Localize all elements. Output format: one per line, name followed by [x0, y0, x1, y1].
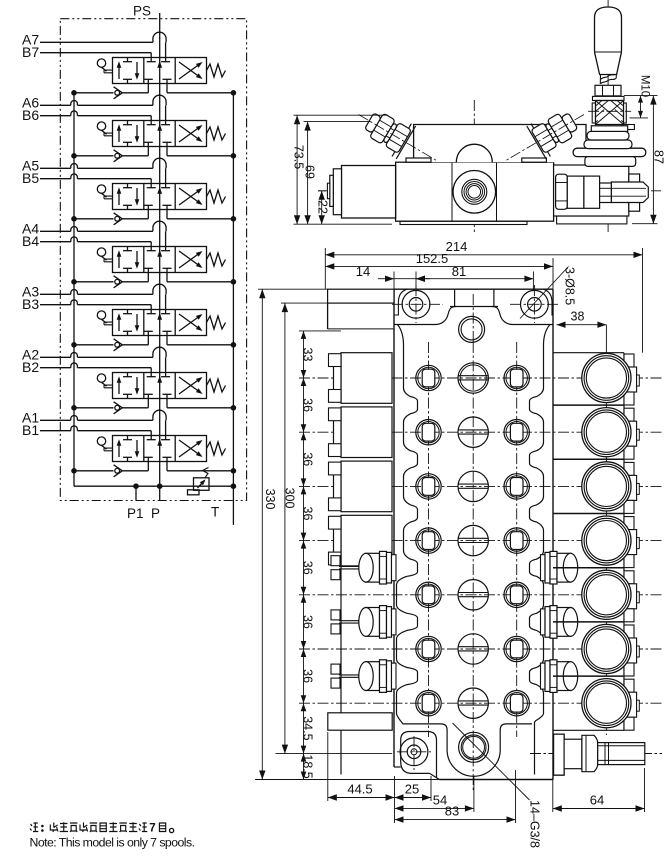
svg-text:64: 64	[590, 793, 604, 808]
svg-text:B3: B3	[22, 296, 39, 312]
svg-text:36: 36	[301, 615, 315, 629]
svg-text:7: 7	[149, 822, 155, 834]
svg-text:22: 22	[316, 200, 330, 214]
svg-text:36: 36	[301, 398, 315, 412]
svg-text:36: 36	[301, 452, 315, 466]
svg-text:44.5: 44.5	[347, 782, 372, 797]
svg-text:87: 87	[652, 150, 666, 164]
svg-text:B2: B2	[22, 359, 39, 375]
svg-text:36: 36	[301, 507, 315, 521]
svg-text:T: T	[211, 505, 219, 520]
svg-text:PS: PS	[133, 4, 151, 19]
svg-text:38: 38	[571, 310, 585, 324]
svg-text:300: 300	[283, 488, 297, 509]
svg-text:P1: P1	[127, 506, 144, 521]
svg-text:14: 14	[356, 264, 370, 279]
svg-text:14–G3/8: 14–G3/8	[528, 800, 542, 848]
svg-text:3-Ø8.5: 3-Ø8.5	[563, 267, 577, 305]
svg-text:18.5: 18.5	[301, 754, 315, 778]
svg-text:152.5: 152.5	[416, 251, 449, 266]
svg-text:69: 69	[303, 165, 317, 179]
svg-text:36: 36	[301, 669, 315, 683]
svg-text:83: 83	[445, 804, 459, 819]
svg-text:33: 33	[301, 347, 315, 361]
svg-text:M10: M10	[639, 75, 651, 97]
svg-text:81: 81	[452, 264, 466, 279]
svg-text:B7: B7	[22, 44, 39, 60]
svg-text:B6: B6	[22, 107, 39, 123]
svg-text:B5: B5	[22, 170, 39, 186]
svg-text:Note: This model is only 7 spo: Note: This model is only 7 spools.	[30, 836, 195, 850]
svg-text:B4: B4	[22, 233, 39, 249]
svg-text:330: 330	[263, 489, 277, 510]
svg-text:214: 214	[446, 239, 468, 254]
svg-text:B1: B1	[22, 422, 39, 438]
svg-text:25: 25	[405, 782, 419, 797]
svg-text:P: P	[151, 506, 160, 521]
svg-text:34.5: 34.5	[301, 716, 315, 740]
svg-text:36: 36	[301, 561, 315, 575]
